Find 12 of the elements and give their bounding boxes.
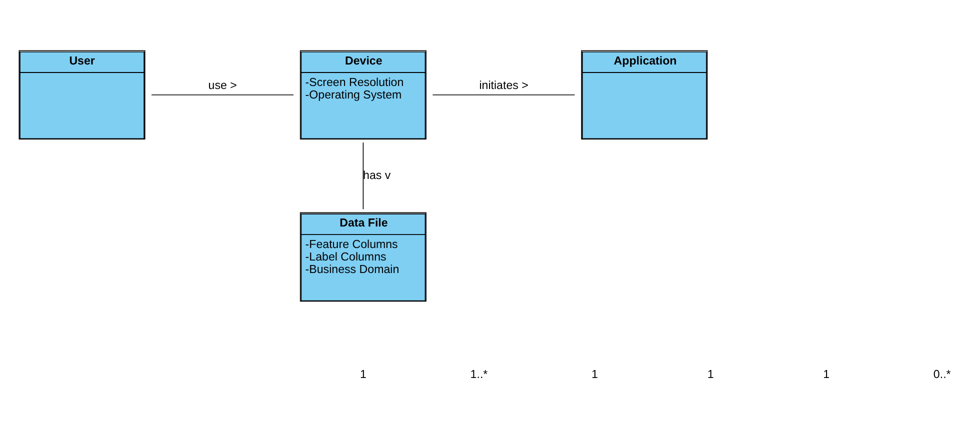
connector bbox=[432, 94, 576, 95]
label: 0..* bbox=[933, 368, 951, 380]
label: 1 bbox=[707, 368, 714, 380]
connector bbox=[362, 142, 364, 210]
edge-label: use > bbox=[208, 80, 237, 92]
label: 1..* bbox=[470, 368, 488, 380]
connector bbox=[151, 94, 294, 95]
edge-label: initiates > bbox=[479, 80, 528, 92]
edge-label: has v bbox=[363, 169, 391, 182]
label: 1 bbox=[823, 368, 830, 380]
label: 1 bbox=[592, 368, 598, 380]
label: 1 bbox=[360, 368, 366, 380]
